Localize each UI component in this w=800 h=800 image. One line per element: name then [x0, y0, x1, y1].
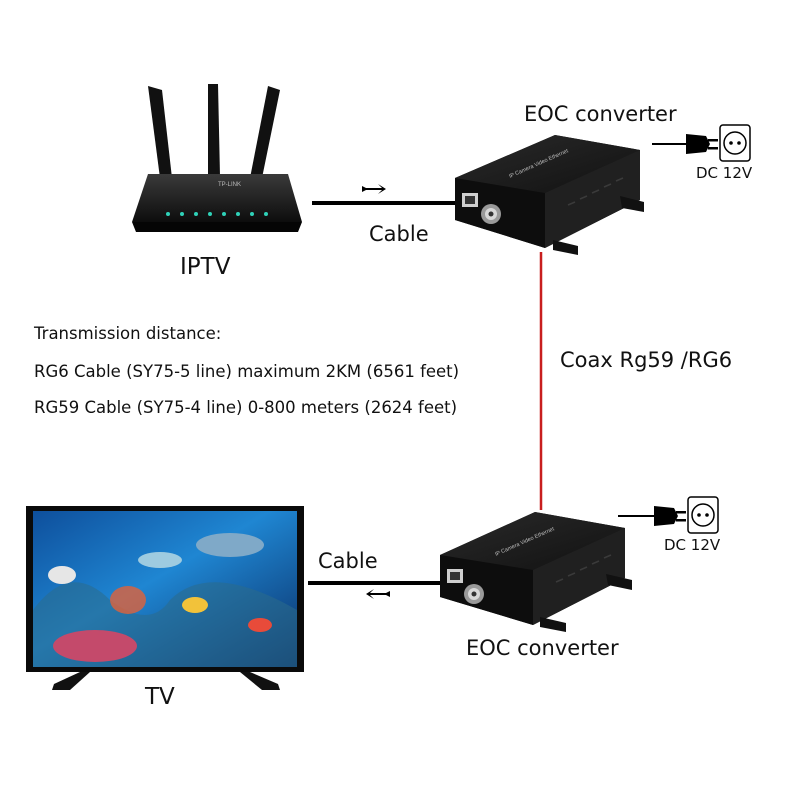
bottom-converter-icon: IP Camera Video Ethernet [440, 512, 632, 632]
router-icon: TP-LINK [132, 84, 302, 232]
bottom-cable-label: Cable [318, 549, 378, 573]
tv-label: TV [145, 684, 175, 710]
bottom-power-plug-icon [618, 496, 719, 534]
coax-label: Coax Rg59 /RG6 [560, 348, 733, 372]
right-arrow-icon [362, 184, 386, 194]
top-converter-icon: IP Camera Video Ethernet [455, 135, 644, 255]
top-cable-label: Cable [369, 222, 429, 246]
router-label: IPTV [180, 254, 231, 280]
top-power-plug-icon [652, 124, 751, 162]
router-brand-text: TP-LINK [218, 182, 241, 188]
bottom-converter-label: EOC converter [466, 636, 619, 660]
top-power-label: DC 12V [696, 164, 753, 182]
transmission-heading: Transmission distance: [34, 324, 222, 343]
tv-icon [26, 506, 304, 690]
transmission-line-rg6: RG6 Cable (SY75-5 line) maximum 2KM (656… [34, 362, 460, 381]
bottom-power-label: DC 12V [664, 536, 721, 554]
transmission-line-rg59: RG59 Cable (SY75-4 line) 0-800 meters (2… [34, 398, 458, 417]
top-converter-label: EOC converter [524, 102, 677, 126]
left-arrow-icon [366, 589, 390, 599]
